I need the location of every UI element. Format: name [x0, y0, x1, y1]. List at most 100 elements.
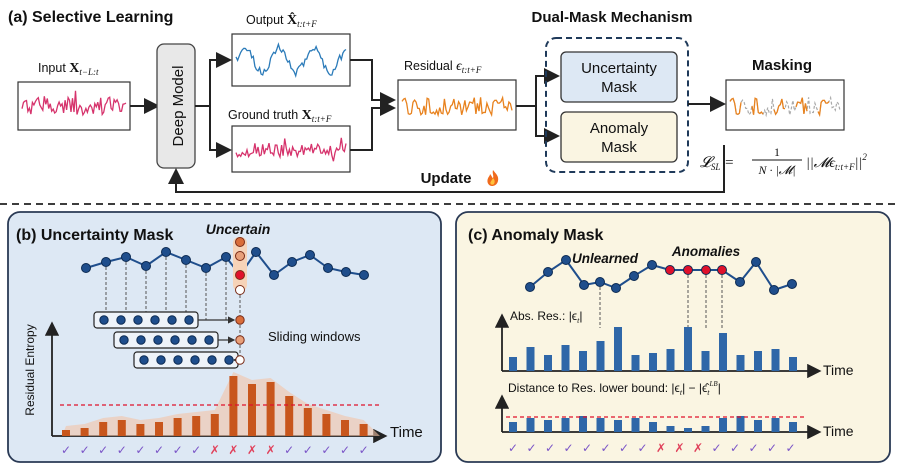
check-icon: ✓ [98, 443, 108, 457]
check-icon: ✓ [340, 443, 350, 457]
c1-x-axis-label: Time [823, 362, 854, 378]
input-series-line [21, 90, 127, 117]
series-node [141, 261, 151, 271]
check-icon: ✓ [359, 443, 369, 457]
window-node [170, 335, 180, 345]
uncertain-sample-node [235, 285, 245, 295]
abs-res-bar [754, 351, 762, 371]
uncertainty-mask-label-2: Mask [601, 79, 637, 96]
check-icon: ✓ [173, 443, 183, 457]
c-distance-bars [509, 416, 797, 432]
update-label: Update [421, 170, 472, 187]
abs-res-bar [719, 333, 727, 371]
output-label: Output X̂t:t+F [246, 11, 317, 29]
abs-res-bar [509, 357, 517, 371]
kept-segment [729, 97, 742, 116]
series-node [735, 277, 745, 287]
cross-icon: ✗ [228, 443, 238, 457]
distance-bar [666, 426, 675, 432]
check-icon: ✓ [117, 443, 127, 457]
anomaly-mask-label-2: Mask [601, 139, 637, 156]
window-node [136, 335, 146, 345]
cross-icon: ✗ [656, 441, 666, 455]
residual-label: Residual ϵt:t+F [404, 59, 482, 75]
distance-bar [719, 418, 727, 432]
window-node [224, 355, 234, 365]
fire-icon [487, 170, 499, 186]
window-node [204, 335, 214, 345]
abs-res-bar [736, 355, 745, 371]
sliding-windows-label: Sliding windows [268, 329, 361, 344]
entropy-bar [341, 420, 349, 436]
series-node [121, 252, 131, 262]
c-series-nodes [525, 255, 797, 295]
check-icon: ✓ [600, 441, 610, 455]
cross-icon: ✗ [266, 443, 276, 457]
window-node [173, 355, 183, 365]
masked-series-orange [729, 97, 830, 118]
series-node [629, 271, 639, 281]
svg-text:𝓛SL =: 𝓛SL = [700, 155, 734, 172]
distance-bar [631, 418, 640, 432]
series-node [181, 255, 191, 265]
series-node [269, 270, 279, 280]
update-feedback-arrow [168, 145, 725, 193]
abs-res-label: Abs. Res.: |ϵt| [510, 309, 582, 325]
abs-res-bar [526, 347, 535, 371]
entropy-bar [303, 408, 312, 436]
arrow-residual-to-uncertainty [516, 68, 560, 107]
distance-bar [561, 418, 570, 432]
check-icon: ✓ [303, 443, 313, 457]
abs-res-bar [596, 341, 605, 371]
distance-label: Distance to Res. lower bound: |ϵt| − |ϵ̂… [508, 380, 721, 397]
entropy-bar [155, 422, 163, 436]
entropy-bar [322, 414, 331, 436]
entropy-bar [210, 414, 219, 436]
uncertain-sample-node [235, 251, 245, 261]
check-icon: ✓ [619, 441, 629, 455]
check-icon: ✓ [785, 441, 795, 455]
series-node [81, 263, 91, 273]
distance-bar [771, 418, 780, 432]
cross-icon: ✗ [247, 443, 257, 457]
output-series-line [235, 42, 347, 78]
masking-series-box [725, 79, 845, 131]
distance-bar [736, 416, 745, 432]
abs-res-bar [579, 351, 587, 371]
arrow-residual-to-anomaly [535, 106, 560, 144]
entropy-bar [62, 430, 70, 436]
anomaly-node [717, 265, 727, 275]
anomalies-label: Anomalies [671, 244, 741, 259]
kept-segment [795, 97, 808, 114]
uncertain-sample-node [235, 270, 245, 280]
panel-c [455, 211, 891, 463]
check-icon: ✓ [748, 441, 758, 455]
check-icon: ✓ [321, 443, 331, 457]
entropy-bar [248, 384, 256, 436]
arrow-gt-to-residual [350, 100, 396, 151]
masking-label: Masking [752, 57, 812, 74]
window-box [113, 331, 219, 349]
series-node [525, 282, 535, 292]
abs-res-bar [649, 353, 657, 371]
series-node [323, 263, 333, 273]
series-node [561, 255, 571, 265]
entropy-bar [99, 422, 108, 436]
window-node [150, 315, 160, 325]
check-icon: ✓ [191, 443, 201, 457]
distance-bar [649, 422, 657, 432]
check-icon: ✓ [563, 441, 573, 455]
distance-bar [509, 422, 517, 432]
anomaly-node [665, 265, 675, 275]
section-a-title: (a) Selective Learning [8, 9, 173, 26]
window-node [153, 335, 163, 345]
kept-segment [773, 98, 786, 116]
window-node [116, 315, 126, 325]
window-box [133, 351, 239, 369]
distance-bar [614, 420, 622, 432]
b-y-axis-label: Residual Entropy [23, 324, 37, 415]
section-b-title: (b) Uncertainty Mask [16, 227, 173, 244]
c2-x-axis-label: Time [823, 423, 854, 439]
b-mask-marks: ✓✓✓✓✓✓✓✓✗✗✗✗✓✓✓✓✓ [61, 443, 369, 457]
dual-mask-title: Dual-Mask Mechanism [532, 9, 693, 26]
